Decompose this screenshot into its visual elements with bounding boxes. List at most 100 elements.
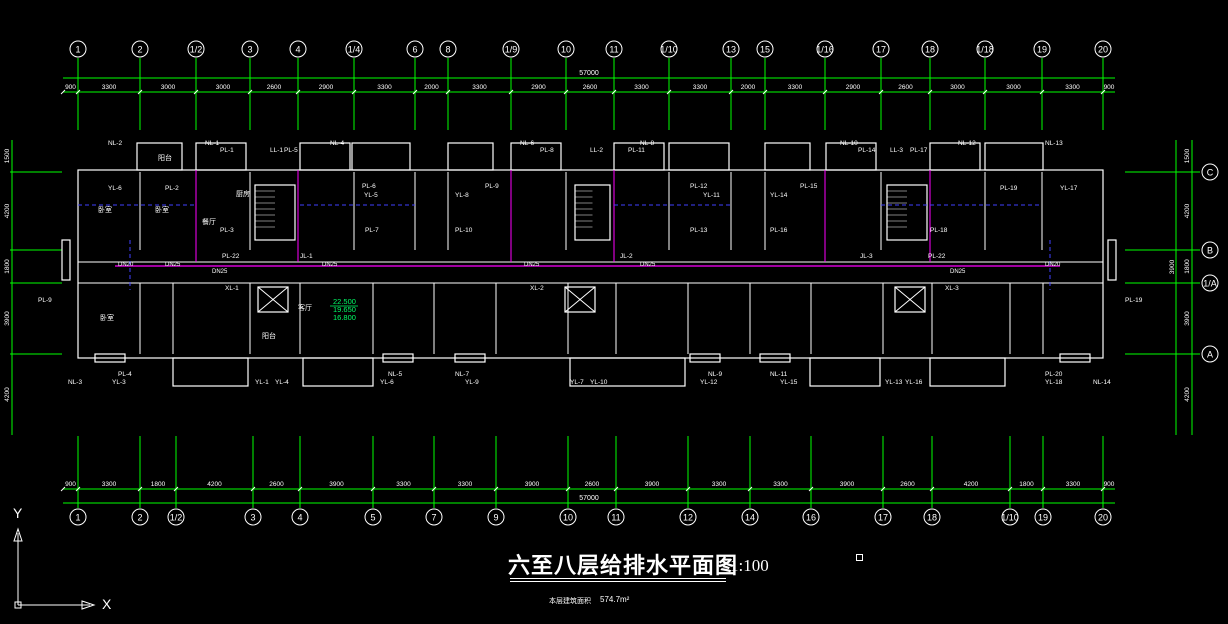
top-dim-value: 2000: [741, 84, 756, 91]
top-dim-value: 3300: [788, 84, 803, 91]
pipe-tag: YL-6: [380, 379, 394, 386]
top-dim-value: 3300: [472, 84, 487, 91]
room-label: 卧室: [98, 205, 112, 214]
bottom-axis-label-bubble: [1034, 508, 1052, 526]
top-axis-label-bubble: [406, 40, 424, 58]
dim-tick: [613, 486, 619, 492]
top-axis-label: 1: [75, 45, 80, 55]
bottom-axis-label: 7: [431, 513, 436, 523]
bottom-axis-label: 11: [611, 513, 620, 523]
pipe-tag: YL-7: [570, 379, 584, 386]
room-label: 卧室: [100, 313, 114, 322]
top-axis-label-bubble: [756, 40, 774, 58]
bottom-axis-label-bubble: [1094, 508, 1112, 526]
dim-tick: [685, 486, 691, 492]
dim-tick: [370, 486, 376, 492]
bottom-dim-value: 3300: [102, 481, 117, 488]
pipe-tag: PL-16: [770, 227, 788, 234]
right-dim-value-outer: 3900: [1169, 259, 1176, 274]
dim-tick: [75, 89, 81, 95]
elevation-label: 19.650: [333, 305, 356, 314]
room-label: 餐厅: [202, 217, 216, 226]
bottom-axis-label-bubble: [741, 508, 759, 526]
pipe-tag: YL-4: [275, 379, 289, 386]
elevator-cross: [257, 286, 289, 313]
dim-tick: [351, 89, 357, 95]
pipe-tag: NL-2: [108, 140, 122, 147]
elevator-shaft: [257, 286, 289, 313]
bottom-dim-value: 3900: [645, 481, 660, 488]
balcony: [809, 357, 881, 387]
bottom-dim-value: 3900: [525, 481, 540, 488]
top-dim-value: 3300: [377, 84, 392, 91]
bottom-axis-label-bubble: [679, 508, 697, 526]
dim-tick: [1039, 89, 1045, 95]
left-dim-value: 4200: [4, 203, 11, 218]
right-dim-value: 3900: [1184, 311, 1191, 326]
pipe-tag: PL-4: [118, 371, 132, 378]
top-axis-label: 15: [760, 45, 770, 55]
pipe-tag: LL-1: [270, 147, 283, 154]
top-axis-label-bubble: [502, 40, 520, 58]
bottom-total-dim: 57000: [579, 495, 599, 502]
bottom-axis-label: 1: [75, 513, 80, 523]
right-axis-label: A: [1207, 350, 1213, 360]
pipe-tag: PL-14: [858, 147, 876, 154]
top-dim-value: 3300: [1065, 84, 1080, 91]
top-axis-label: 2: [137, 45, 142, 55]
top-axis-label-bubble: [439, 40, 457, 58]
bottom-axis-label-bubble: [559, 508, 577, 526]
dim-tick: [563, 89, 569, 95]
top-dim-value: 2600: [267, 84, 282, 91]
pipe-tag: YL-13: [885, 379, 903, 386]
top-balcony: [299, 142, 351, 171]
top-axis-label: 20: [1098, 45, 1108, 55]
stair: [886, 184, 928, 241]
right-axis-label: B: [1207, 246, 1213, 256]
dim-tick: [611, 89, 617, 95]
bottom-axis-label: 3: [250, 513, 255, 523]
balcony: [689, 353, 721, 363]
pipe-tag: PL-20: [1045, 371, 1063, 378]
room-label: 客厅: [298, 303, 312, 312]
top-axis-label: 18: [925, 45, 935, 55]
top-balcony: [668, 142, 730, 171]
top-axis-label-bubble: [187, 40, 205, 58]
stair: [574, 184, 611, 241]
dim-tick: [927, 89, 933, 95]
top-axis-label: 19: [1037, 45, 1047, 55]
ucs-x-label: X: [102, 596, 112, 612]
pipe-tag: PL-19: [1000, 185, 1018, 192]
bottom-axis-label-bubble: [802, 508, 820, 526]
pipe-tag: PL-11: [628, 147, 645, 154]
top-balcony: [447, 142, 494, 171]
top-dim-value: 2600: [898, 84, 913, 91]
balcony: [1059, 353, 1091, 363]
pipe-tag: LL-3: [890, 147, 903, 154]
bottom-dim-value: 4200: [964, 481, 979, 488]
top-dim-value: 2000: [424, 84, 439, 91]
top-dim-value: 2600: [583, 84, 598, 91]
top-balcony: [195, 142, 247, 171]
pipe-tag: PL-19: [1125, 297, 1143, 304]
top-axis-label-bubble: [241, 40, 259, 58]
snap-marker: [856, 554, 863, 561]
pipe-tag: NL-4: [330, 140, 344, 147]
top-balcony: [929, 142, 981, 171]
pipe-tag: PL-12: [690, 183, 708, 190]
dim-tick: [728, 89, 734, 95]
top-axis-label: 1/10: [660, 45, 678, 55]
pipe-size: DN25: [950, 269, 966, 275]
bottom-axis-label: 5: [370, 513, 375, 523]
bottom-axis-label: 4: [297, 513, 302, 523]
balcony: [454, 353, 486, 363]
bottom-axis-label-bubble: [131, 508, 149, 526]
dim-tick: [60, 486, 66, 492]
elevator-shaft: [894, 286, 926, 313]
room-label: 卧室: [155, 205, 169, 214]
pipe-tag: YL-3: [112, 379, 126, 386]
bottom-axis-label-bubble: [487, 508, 505, 526]
top-balcony: [510, 142, 562, 171]
dim-tick: [60, 89, 66, 95]
pipe-tag: YL-8: [455, 192, 469, 199]
